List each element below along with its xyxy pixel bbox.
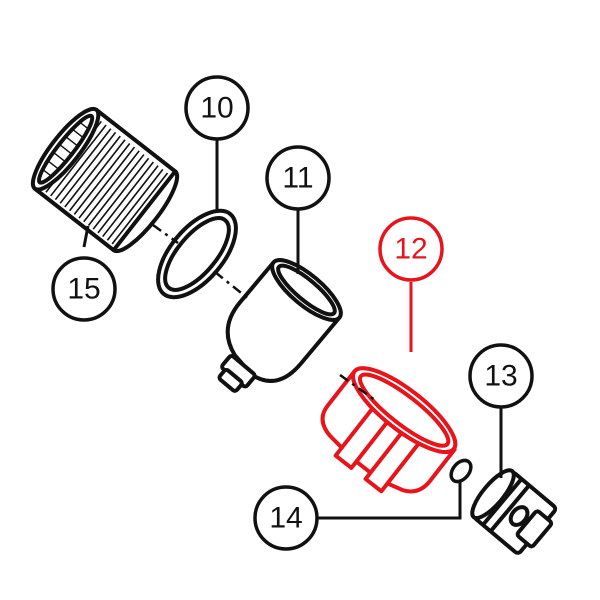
filter-screen-part — [30, 106, 180, 254]
o-ring-part — [156, 208, 238, 300]
drain-valve-part — [470, 468, 558, 555]
callout-11-circle — [265, 145, 331, 211]
leader-lines — [82, 140, 503, 520]
callout-10-label: 10 — [200, 92, 233, 125]
callout-15: 15 — [51, 256, 117, 322]
callout-14-label: 14 — [269, 502, 302, 535]
callout-12: 12 — [378, 216, 444, 282]
filter-housing-part — [217, 258, 343, 393]
callout-12-label: 12 — [394, 233, 427, 266]
bowl-cap-part — [320, 366, 458, 494]
callout-13-circle — [468, 343, 534, 409]
callout-10: 10 — [184, 75, 250, 141]
callout-10-circle — [184, 75, 250, 141]
callout-13-label: 13 — [484, 360, 517, 393]
small-o-ring-part — [449, 458, 473, 484]
callout-11: 11 — [265, 145, 331, 211]
callout-11-label: 11 — [282, 162, 313, 195]
callout-13: 13 — [468, 343, 534, 409]
callout-14-circle — [253, 485, 319, 551]
callout-15-label: 15 — [67, 273, 100, 306]
callout-12-circle — [378, 216, 444, 282]
assembly-axis-lines — [152, 223, 376, 402]
callout-14: 14 — [253, 485, 319, 551]
callout-15-circle — [51, 256, 117, 322]
